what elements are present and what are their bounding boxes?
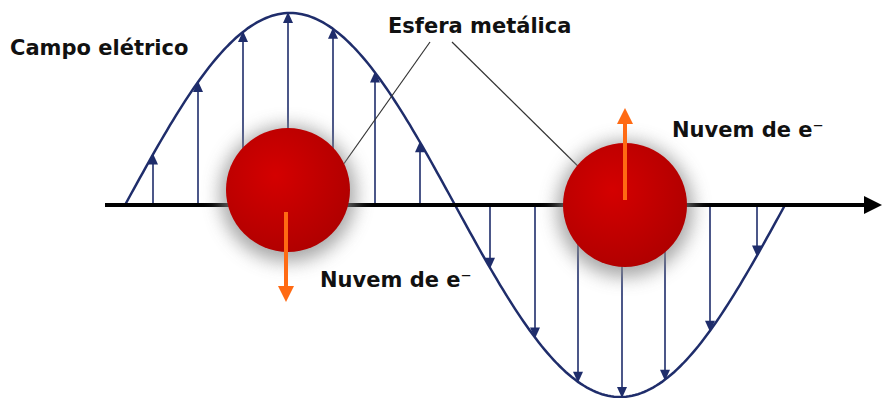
field-label: Campo elétrico	[10, 36, 188, 61]
field-vector	[152, 160, 154, 205]
axis-line	[105, 203, 868, 207]
field-vector	[534, 205, 536, 331]
axis-arrowhead	[864, 196, 882, 214]
field-vector	[489, 205, 491, 262]
electron-arrow	[623, 122, 627, 200]
electron-cloud-label: Nuvem de e⁻	[320, 268, 472, 293]
electron-arrowhead	[617, 108, 633, 124]
field-vector	[709, 205, 711, 325]
electron-cloud-label: Nuvem de e⁻	[672, 118, 824, 143]
sphere-label: Esfera metálica	[388, 14, 571, 39]
field-vector	[419, 148, 421, 205]
electron-arrowhead	[278, 286, 294, 302]
leader-line	[338, 42, 430, 172]
field-vector	[197, 88, 199, 205]
leader-line	[452, 42, 592, 180]
field-vector	[374, 79, 376, 205]
electron-arrow	[284, 212, 288, 288]
field-vector	[756, 205, 758, 250]
